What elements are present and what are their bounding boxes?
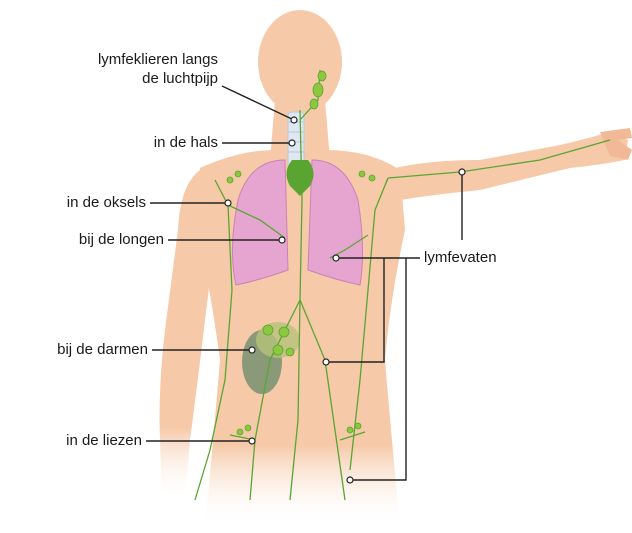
label-neck: in de hals — [100, 133, 218, 152]
label-intestines: bij de darmen — [10, 340, 148, 359]
label-trachea-nodes: lymfeklieren langs de luchtpijp — [30, 50, 218, 88]
label-lymph-vessels: lymfevaten — [424, 248, 497, 267]
label-groin: in de liezen — [10, 431, 142, 450]
label-armpits: in de oksels — [20, 193, 146, 212]
label-trachea-line2: de luchtpijp — [30, 69, 218, 88]
left-arm — [160, 170, 215, 500]
right-arm — [395, 132, 628, 200]
head — [258, 10, 342, 114]
label-lungs: bij de longen — [20, 230, 164, 249]
label-trachea-line1: lymfeklieren langs — [30, 50, 218, 69]
